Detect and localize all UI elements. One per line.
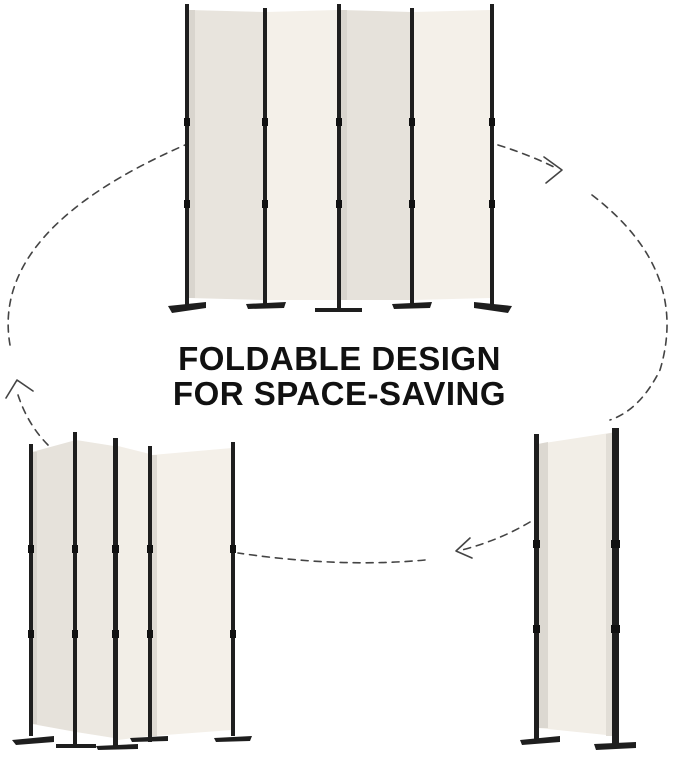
divider-panel bbox=[32, 440, 76, 732]
arrow-path-left-upper bbox=[7, 144, 186, 346]
divider-panel bbox=[414, 10, 490, 300]
arrow-path-bottom-middle bbox=[237, 552, 426, 564]
arrow-path-left bbox=[17, 394, 49, 446]
arrow-heads bbox=[5, 156, 563, 559]
frame-pole bbox=[490, 4, 494, 306]
pole-joints bbox=[533, 540, 620, 633]
divider-panel bbox=[341, 10, 411, 300]
dashed-cycle-arrows bbox=[7, 144, 668, 564]
frame-pole bbox=[113, 438, 118, 746]
frame-pole bbox=[337, 4, 341, 308]
arrow-path-top-right bbox=[497, 144, 557, 169]
frame-pole bbox=[612, 428, 619, 746]
divider-panel bbox=[538, 432, 616, 736]
divider-panel bbox=[267, 10, 337, 300]
panel-shadow bbox=[341, 10, 347, 300]
arrowhead-bottom-right-icon bbox=[455, 537, 473, 559]
arrowhead-top-right-icon bbox=[543, 156, 563, 184]
room-divider-open-flat bbox=[168, 4, 512, 313]
divider-panel-edge bbox=[538, 442, 548, 728]
divider-panel bbox=[118, 446, 150, 740]
frame-pole bbox=[534, 434, 539, 740]
divider-panel bbox=[189, 10, 264, 300]
headline-line-1: FOLDABLE DESIGN bbox=[178, 340, 501, 377]
arrow-path-bottom-right bbox=[461, 521, 531, 551]
divider-panel bbox=[152, 448, 232, 736]
divider-panel bbox=[76, 440, 114, 738]
panel-shadow bbox=[32, 452, 37, 724]
headline-line-2: FOR SPACE-SAVING bbox=[172, 375, 507, 412]
frame-feet bbox=[520, 736, 636, 750]
frame-pole bbox=[263, 8, 267, 304]
pole-joints bbox=[184, 118, 495, 208]
room-divider-fully-folded bbox=[520, 428, 636, 750]
frame-pole bbox=[148, 446, 152, 742]
panel-shadow bbox=[152, 455, 157, 736]
frame-pole bbox=[29, 444, 33, 736]
arrowhead-left-icon bbox=[5, 379, 34, 399]
room-divider-partially-folded bbox=[12, 432, 252, 750]
frame-pole bbox=[231, 442, 235, 736]
frame-pole bbox=[185, 4, 189, 306]
frame-pole bbox=[73, 432, 77, 744]
frame-pole bbox=[410, 8, 414, 304]
frame-feet bbox=[168, 302, 512, 313]
panel-shadow bbox=[189, 10, 195, 298]
pole-joints bbox=[28, 545, 236, 638]
frame-feet bbox=[12, 736, 252, 750]
arrow-path-right bbox=[591, 194, 668, 421]
